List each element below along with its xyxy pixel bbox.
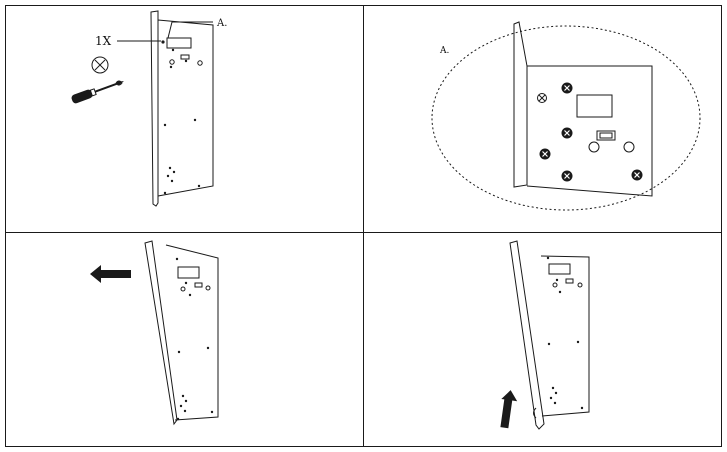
screw-filled-icon <box>539 148 551 160</box>
heater-panel-edge <box>150 10 159 207</box>
mount-hole-detail <box>623 141 635 153</box>
heater-panel-tilted <box>144 240 178 426</box>
panel-lift-heater <box>509 240 590 430</box>
bracket-screw-dots <box>546 256 584 410</box>
bracket-clip-inner <box>599 132 613 139</box>
mount-hole <box>180 286 186 292</box>
bracket-clip <box>565 278 574 284</box>
panel-detail-a <box>431 21 701 211</box>
wall-bracket <box>540 255 590 417</box>
heater-panel-tilted <box>509 240 545 430</box>
screw-dot <box>163 191 167 195</box>
screw-dot <box>171 48 175 52</box>
label-quantity: 1X <box>95 34 112 48</box>
screw-dot <box>166 174 170 178</box>
screw-circle-cross-icon <box>91 56 109 74</box>
panel-grid <box>5 5 722 447</box>
label-detail-ref: A. <box>216 18 227 29</box>
screw-filled-icon <box>631 169 643 181</box>
wall-bracket-detail <box>526 65 653 197</box>
leader-line-detail <box>167 21 213 39</box>
detail-screws <box>539 82 643 182</box>
screw-dot <box>184 59 188 63</box>
screw-dot <box>193 118 197 122</box>
screw-filled-icon <box>561 127 573 139</box>
bracket-slot <box>177 266 200 279</box>
label-detail-ref-zoom: A. <box>439 46 449 56</box>
mount-hole <box>577 282 583 288</box>
detail-magnifier-ellipse <box>431 25 701 211</box>
bracket-slot-detail <box>576 94 613 118</box>
panel-tilt-heater <box>144 240 219 426</box>
mount-hole <box>552 282 558 288</box>
wall-bracket <box>157 19 214 197</box>
bracket-slot <box>166 37 192 49</box>
screw-dot <box>168 166 172 170</box>
arrow-left-icon <box>90 265 131 283</box>
mount-hole-detail <box>588 141 600 153</box>
bracket-clip <box>194 282 203 288</box>
screw-removed-icon <box>537 93 547 103</box>
bracket-screw-dots <box>161 40 201 195</box>
screw-dot <box>169 65 173 69</box>
screw-dot <box>197 184 201 188</box>
mount-hole <box>197 60 203 66</box>
panel-remove-screw <box>117 10 214 207</box>
screw-dot <box>161 40 165 44</box>
bracket-slot <box>548 263 571 275</box>
arrow-up-icon <box>500 390 518 429</box>
screw-filled-icon <box>561 170 573 182</box>
mount-hole <box>169 59 175 65</box>
screwdriver-icon <box>71 80 125 104</box>
screw-dot <box>172 170 176 174</box>
screw-dot <box>163 123 167 127</box>
hinge-hook <box>533 407 537 419</box>
heater-panel-edge-detail <box>513 21 528 188</box>
screw-filled-icon <box>561 82 573 94</box>
bracket-clip-detail <box>596 130 616 141</box>
mount-hole <box>205 285 211 291</box>
screw-dot <box>170 179 174 183</box>
bracket-screw-dots <box>175 257 214 421</box>
wall-bracket <box>165 244 219 421</box>
bracket-clip <box>180 54 190 60</box>
